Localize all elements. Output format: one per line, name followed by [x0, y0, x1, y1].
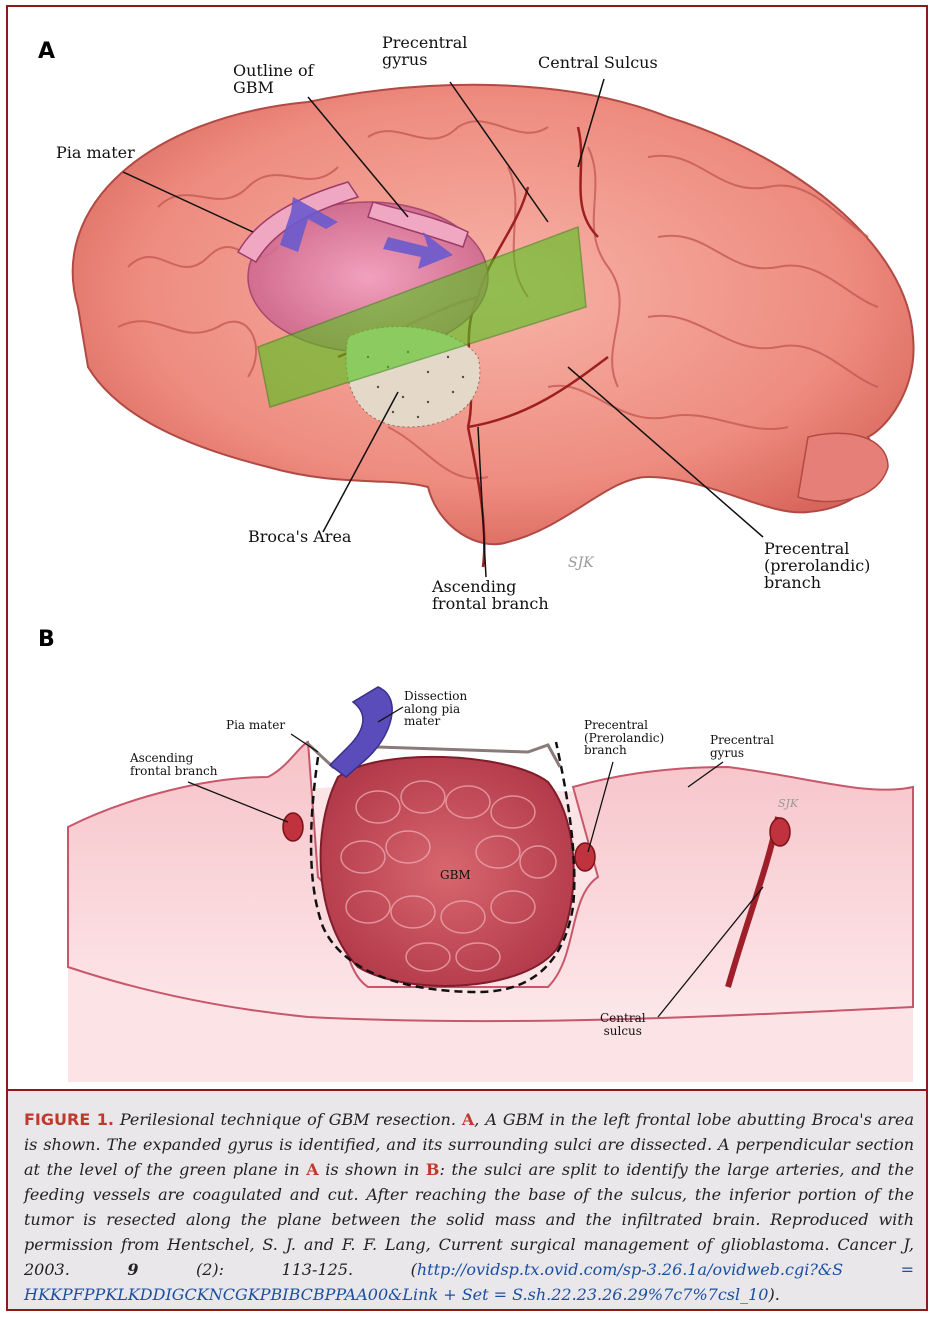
caption-ref-b: B: [426, 1160, 440, 1179]
label-precentral-gyrus: Precentral gyrus: [382, 35, 467, 69]
caption-text-5: (2): 113-125. (: [138, 1260, 416, 1279]
label-precentral-branch-b: Precentral (Prerolandic) branch: [584, 719, 664, 757]
caption-figure-label: FIGURE 1.: [24, 1110, 114, 1129]
caption-text-1: Perilesional technique of GBM resection.: [114, 1110, 462, 1129]
caption-text-3: is shown in: [319, 1160, 426, 1179]
caption-ref-a-1: A: [462, 1110, 474, 1129]
central-sulcus-artery: [770, 818, 790, 846]
label-outline-of-gbm: Outline of GBM: [233, 63, 314, 97]
panel-label-a: A: [38, 39, 55, 64]
figure-frame: SJK: [6, 5, 928, 1311]
figure-caption: FIGURE 1. Perilesional technique of GBM …: [8, 1089, 926, 1311]
caption-volume: 9: [127, 1260, 138, 1279]
label-central-sulcus: Central Sulcus: [538, 55, 658, 72]
label-brocas-area: Broca's Area: [248, 529, 351, 546]
precentral-artery: [575, 843, 595, 871]
artist-signature-b: SJK: [778, 797, 799, 810]
ascending-frontal-artery: [283, 813, 303, 841]
label-precentral-prerolandic-branch: Precentral (prerolandic) branch: [764, 541, 870, 591]
caption-text-6: ).: [768, 1285, 779, 1304]
label-precentral-gyrus-b: Precentral gyrus: [710, 734, 774, 759]
label-pia-mater: Pia mater: [56, 145, 135, 162]
label-central-sulcus-b: Central sulcus: [600, 1012, 646, 1037]
panel-label-b: B: [38, 627, 55, 652]
label-ascending-frontal-branch: Ascending frontal branch: [432, 579, 549, 613]
label-ascending-frontal-branch-b: Ascending frontal branch: [130, 752, 218, 777]
label-gbm: GBM: [440, 869, 471, 882]
label-pia-mater-b: Pia mater: [226, 719, 285, 732]
caption-ref-a-2: A: [306, 1160, 318, 1179]
label-dissection-along-pia: Dissection along pia mater: [404, 690, 467, 728]
